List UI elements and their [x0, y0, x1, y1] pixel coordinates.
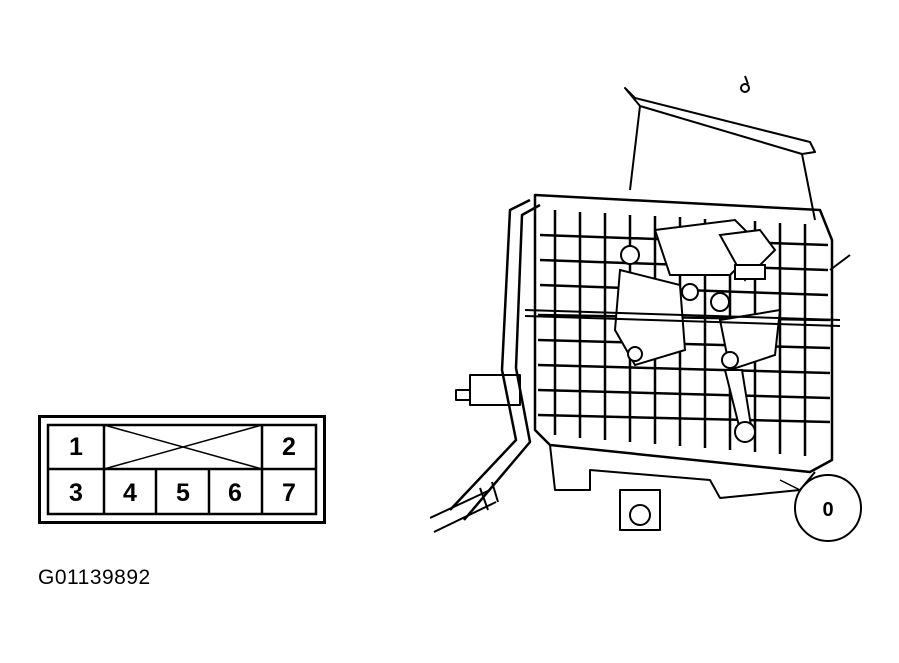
housing — [533, 193, 834, 474]
connector-outline — [38, 415, 326, 524]
left-pipe — [449, 198, 531, 511]
callout-circle — [794, 474, 862, 542]
pin-label: 4 — [123, 479, 137, 507]
pin-label: 6 — [228, 479, 242, 507]
connector-face-diagram: 1 2 3 4 5 6 7 — [38, 415, 326, 524]
actuator-motor — [613, 218, 782, 443]
screw-icon — [740, 83, 750, 93]
pin-label: 5 — [176, 479, 190, 507]
side-bracket — [469, 374, 521, 406]
top-duct — [624, 87, 816, 155]
figure-code: G01139892 — [38, 566, 151, 589]
pin-label: 7 — [282, 479, 296, 507]
hvac-assembly-drawing: 0 — [430, 75, 862, 542]
pin-label: 1 — [69, 433, 83, 461]
mount-bracket — [619, 489, 661, 531]
pin-label: 2 — [282, 433, 296, 461]
pin-label: 3 — [69, 479, 83, 507]
callout-label: 0 — [822, 499, 833, 521]
